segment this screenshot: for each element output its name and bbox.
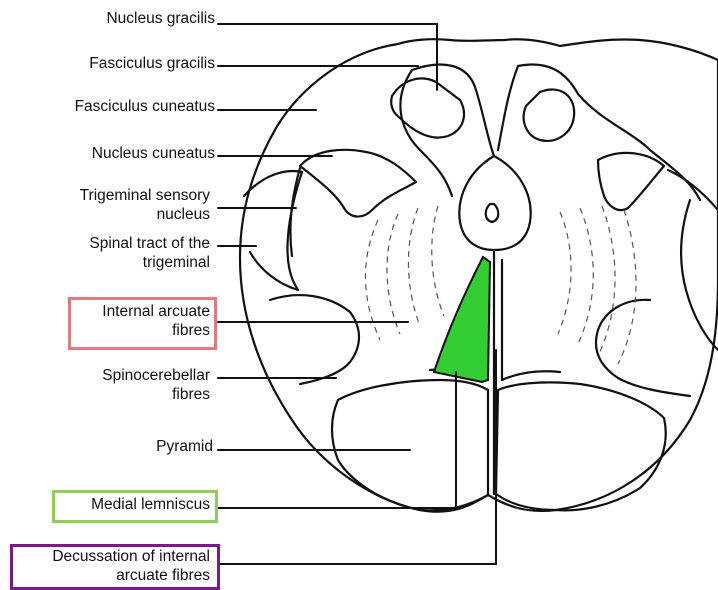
label-spinal-tract-trigeminal-line2: trigeminal bbox=[89, 253, 210, 272]
label-internal-arcuate-fibres-line2: fibres bbox=[102, 321, 210, 340]
leader-decussation bbox=[218, 350, 496, 564]
label-spinal-tract-trigeminal: Spinal tract of the trigeminal bbox=[89, 234, 210, 272]
label-trigeminal-sensory-nucleus-line2: nucleus bbox=[80, 205, 210, 224]
label-spinocerebellar-fibres-line1: Spinocerebellar bbox=[102, 366, 210, 385]
label-spinal-tract-trigeminal-line1: Spinal tract of the bbox=[89, 234, 210, 253]
label-fasciculus-cuneatus: Fasciculus cuneatus bbox=[75, 97, 215, 116]
leader-medial-lemniscus bbox=[218, 372, 456, 508]
label-nucleus-gracilis: Nucleus gracilis bbox=[106, 9, 215, 28]
label-decussation-line2: arcuate fibres bbox=[52, 566, 210, 585]
nucleus-gracilis-shape bbox=[391, 78, 464, 137]
label-spinocerebellar-fibres: Spinocerebellar fibres bbox=[102, 366, 210, 404]
label-fasciculus-gracilis: Fasciculus gracilis bbox=[89, 54, 215, 73]
label-medial-lemniscus: Medial lemniscus bbox=[91, 495, 210, 514]
label-internal-arcuate-fibres-line1: Internal arcuate bbox=[102, 302, 210, 321]
label-spinocerebellar-fibres-line2: fibres bbox=[102, 385, 210, 404]
label-trigeminal-sensory-nucleus-line1: Trigeminal sensory bbox=[80, 186, 210, 205]
label-internal-arcuate-fibres: Internal arcuate fibres bbox=[102, 302, 210, 340]
label-pyramid: Pyramid bbox=[156, 437, 213, 456]
nucleus-cuneatus-shape bbox=[300, 150, 416, 217]
medial-lemniscus-highlight bbox=[434, 257, 490, 382]
leader-nucleus-gracilis bbox=[218, 24, 437, 90]
pyramid-shape bbox=[332, 380, 488, 510]
label-decussation-line1: Decussation of internal bbox=[52, 547, 210, 566]
label-trigeminal-sensory-nucleus: Trigeminal sensory nucleus bbox=[80, 186, 210, 224]
label-decussation-internal-arcuate: Decussation of internal arcuate fibres bbox=[52, 547, 210, 585]
label-nucleus-cuneatus: Nucleus cuneatus bbox=[92, 144, 215, 163]
central-canal bbox=[486, 204, 499, 222]
